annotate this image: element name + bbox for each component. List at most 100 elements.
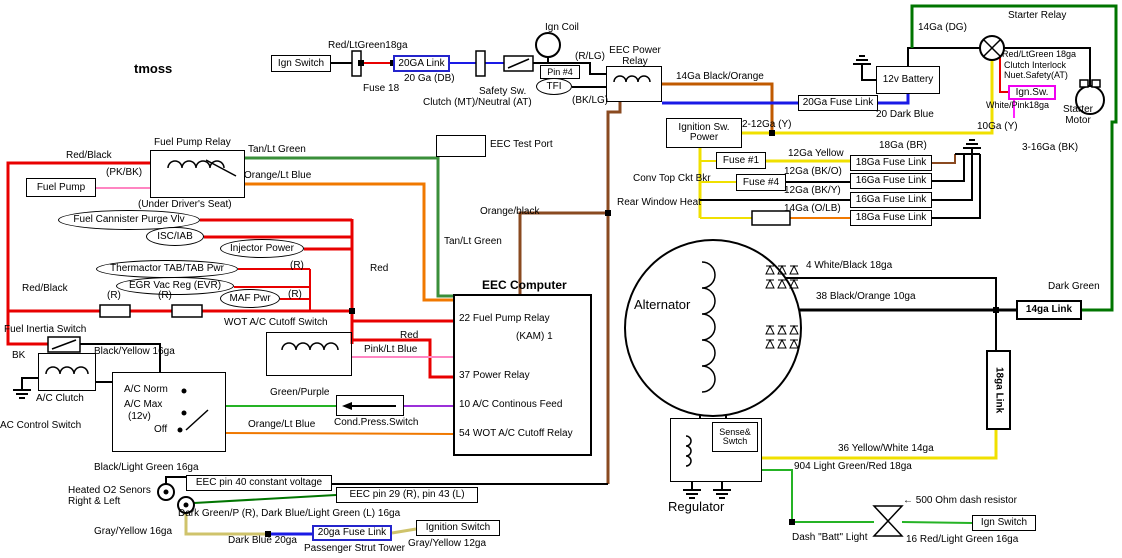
inertia-to-ac-switch (80, 343, 161, 372)
relay-to-motor (1004, 47, 1091, 86)
diode-2 (777, 264, 787, 275)
neutral-safety-switch-symbol (503, 55, 534, 72)
wot-to-pin37-red (352, 338, 453, 379)
yellow-36-wire (762, 430, 998, 460)
wire-16-red-lt-green: 16 Red/Light Green 16ga (906, 534, 1019, 545)
injector-power: Injector Power (220, 239, 304, 258)
cond-press-switch-label: Cond.Press.Switch (334, 417, 419, 428)
eec-pin-kam: (KAM) 1 (516, 331, 553, 342)
wire-black-yellow-16ga: Black/Yellow 16ga (94, 346, 175, 357)
fuse-link-18ga-2-box: 18Ga Fuse Link (850, 210, 932, 226)
eec-test-port-box (436, 135, 486, 157)
bk-out-1 (932, 154, 965, 182)
wire-pkbk: (PK/BK) (106, 167, 143, 178)
resistor-r-inline-2: (R) (158, 290, 172, 301)
wire-orange-black: Orange/black (480, 206, 540, 217)
eec-pin-37: 37 Power Relay (459, 370, 530, 381)
fuse-link-20ga-top-box: 20Ga Fuse Link (798, 95, 878, 111)
wire-dark-green: Dark Green (1048, 281, 1100, 292)
wire-red-ltgreen-18ga-2: Red/LtGreen 18ga (1002, 49, 1077, 59)
resistor-r-oval-2: (R) (288, 289, 302, 300)
eec-power-relay-box (606, 66, 662, 102)
fuse-link-to-battery (878, 94, 910, 105)
dark-green-loop (910, 4, 1118, 312)
gray-yellow-16-wire (184, 513, 268, 536)
battery-box: 12v Battery (876, 66, 940, 94)
ac-max-label: A/C Max (124, 399, 163, 410)
ac-control-switch-label: AC Control Switch (0, 420, 82, 431)
green-16-wire (901, 521, 973, 524)
ign-coil-symbol (535, 32, 561, 58)
regulator-ground-1 (683, 484, 701, 499)
resistor-r-inline-1: (R) (107, 290, 121, 301)
wire-2-12ga-y: 2-12Ga (Y) (742, 119, 792, 130)
starter-relay-label: Starter Relay (1008, 10, 1067, 21)
wire-gray-yellow-12ga: Gray/Yellow 12ga (408, 538, 487, 549)
wire-20-dark-blue: 20 Dark Blue (876, 109, 934, 120)
diode-1 (765, 264, 775, 275)
diode-8 (777, 324, 787, 335)
wot-switch-label: WOT A/C Cutoff Switch (224, 317, 328, 328)
dash-batt-light-label: Dash "Batt" Light (792, 532, 868, 543)
eec-pin40-box: EEC pin 40 constant voltage (186, 475, 332, 491)
link-20ga-box: 20GA Link (393, 55, 450, 72)
rear-window-fuse-symbol (751, 210, 791, 226)
wire-bk: BK (12, 350, 26, 361)
kam-vertical (606, 102, 622, 484)
ignition-sw-power-box: Ignition Sw. Power (666, 118, 742, 148)
wire-36-yellow-white: 36 Yellow/White 14ga (838, 443, 934, 454)
wire-4-white-black: 4 White/Black 18ga (806, 260, 893, 271)
orange-lt-blue-wire-2 (225, 432, 454, 435)
wire-10ga-y: 10Ga (Y) (977, 121, 1018, 132)
fuse4-box: Fuse #4 (736, 174, 786, 191)
clutch-interlock-label: Clutch Interlock Nuet.Safety(AT) (1004, 60, 1068, 80)
starter-relay-symbol (979, 35, 1005, 61)
wire-pink-lt-blue: Pink/Lt Blue (364, 344, 418, 355)
wire-red-black-2: Red/Black (22, 283, 68, 294)
eec-test-port-label: EEC Test Port (490, 139, 553, 150)
wire-red-black-1: Red/Black (66, 150, 112, 161)
fuse1-box: Fuse #1 (716, 152, 766, 169)
ac-clutch-box (38, 353, 96, 391)
resistor-2-symbol (171, 304, 203, 318)
ac-max-dot (181, 410, 187, 416)
junction-6 (789, 519, 795, 525)
pin4-box: Pin #4 (540, 65, 580, 79)
wire-20ga-db: 20 Ga (DB) (404, 73, 455, 84)
cond-press-arrow (342, 402, 396, 410)
red-black-feed (6, 161, 150, 346)
clutch-neutral-label: Clutch (MT)/Neutral (AT) (423, 97, 532, 108)
ac-off-label: Off (154, 424, 168, 435)
junction-8 (769, 130, 775, 136)
isc-iab: ISC/IAB (146, 227, 204, 246)
eec-computer-title: EEC Computer (482, 278, 567, 292)
conv-top-ckt-bkr-label: Conv Top Ckt Bkr (633, 173, 711, 184)
eec-pin-22: 22 Fuel Pump Relay (459, 313, 550, 324)
wire-12ga-bky: 12Ga (BK/Y) (784, 185, 841, 196)
br-out-wire (932, 154, 956, 164)
wire-3-16ga-bk: 3-16Ga (BK) (1022, 142, 1079, 153)
black-orange-14ga-wire (662, 82, 774, 133)
ignition-switch-bottom-box: Ignition Switch (416, 520, 500, 536)
kam-branch (518, 211, 608, 294)
inertia-switch-symbol (47, 336, 81, 353)
ac-clutch-ground-wire (21, 377, 38, 384)
ac-clutch-label: A/C Clutch (36, 393, 84, 404)
wire-14ga-black-orange: 14Ga Black/Orange (676, 71, 764, 82)
resistor-1-symbol (99, 304, 131, 318)
egr-vac-reg: EGR Vac Reg (EVR) (116, 277, 234, 295)
heated-o2-label: Heated O2 Senors Right & Left (68, 485, 151, 507)
thermactor-tab-tad: Thermactor TAB/TAB Pwr (96, 260, 238, 278)
alternator-housing (624, 239, 802, 417)
eec-pin29-43-box: EEC pin 29 (R), pin 43 (L) (336, 487, 478, 503)
starter-motor-label: Starter Motor (1062, 104, 1093, 126)
tan-lt-green-wire (245, 156, 453, 298)
wire-tan-lt-green-2: Tan/Lt Green (444, 236, 502, 247)
junction-7 (265, 531, 271, 537)
fuse-link-16ga-1-box: 16Ga Fuse Link (850, 173, 932, 189)
wire-904-lt-green-red: 904 Light Green/Red 18ga (794, 461, 912, 472)
o2-dot-1 (163, 489, 169, 495)
link-14ga-box: 14ga Link (1016, 300, 1082, 320)
fuel-pump-relay-lever (205, 159, 237, 177)
